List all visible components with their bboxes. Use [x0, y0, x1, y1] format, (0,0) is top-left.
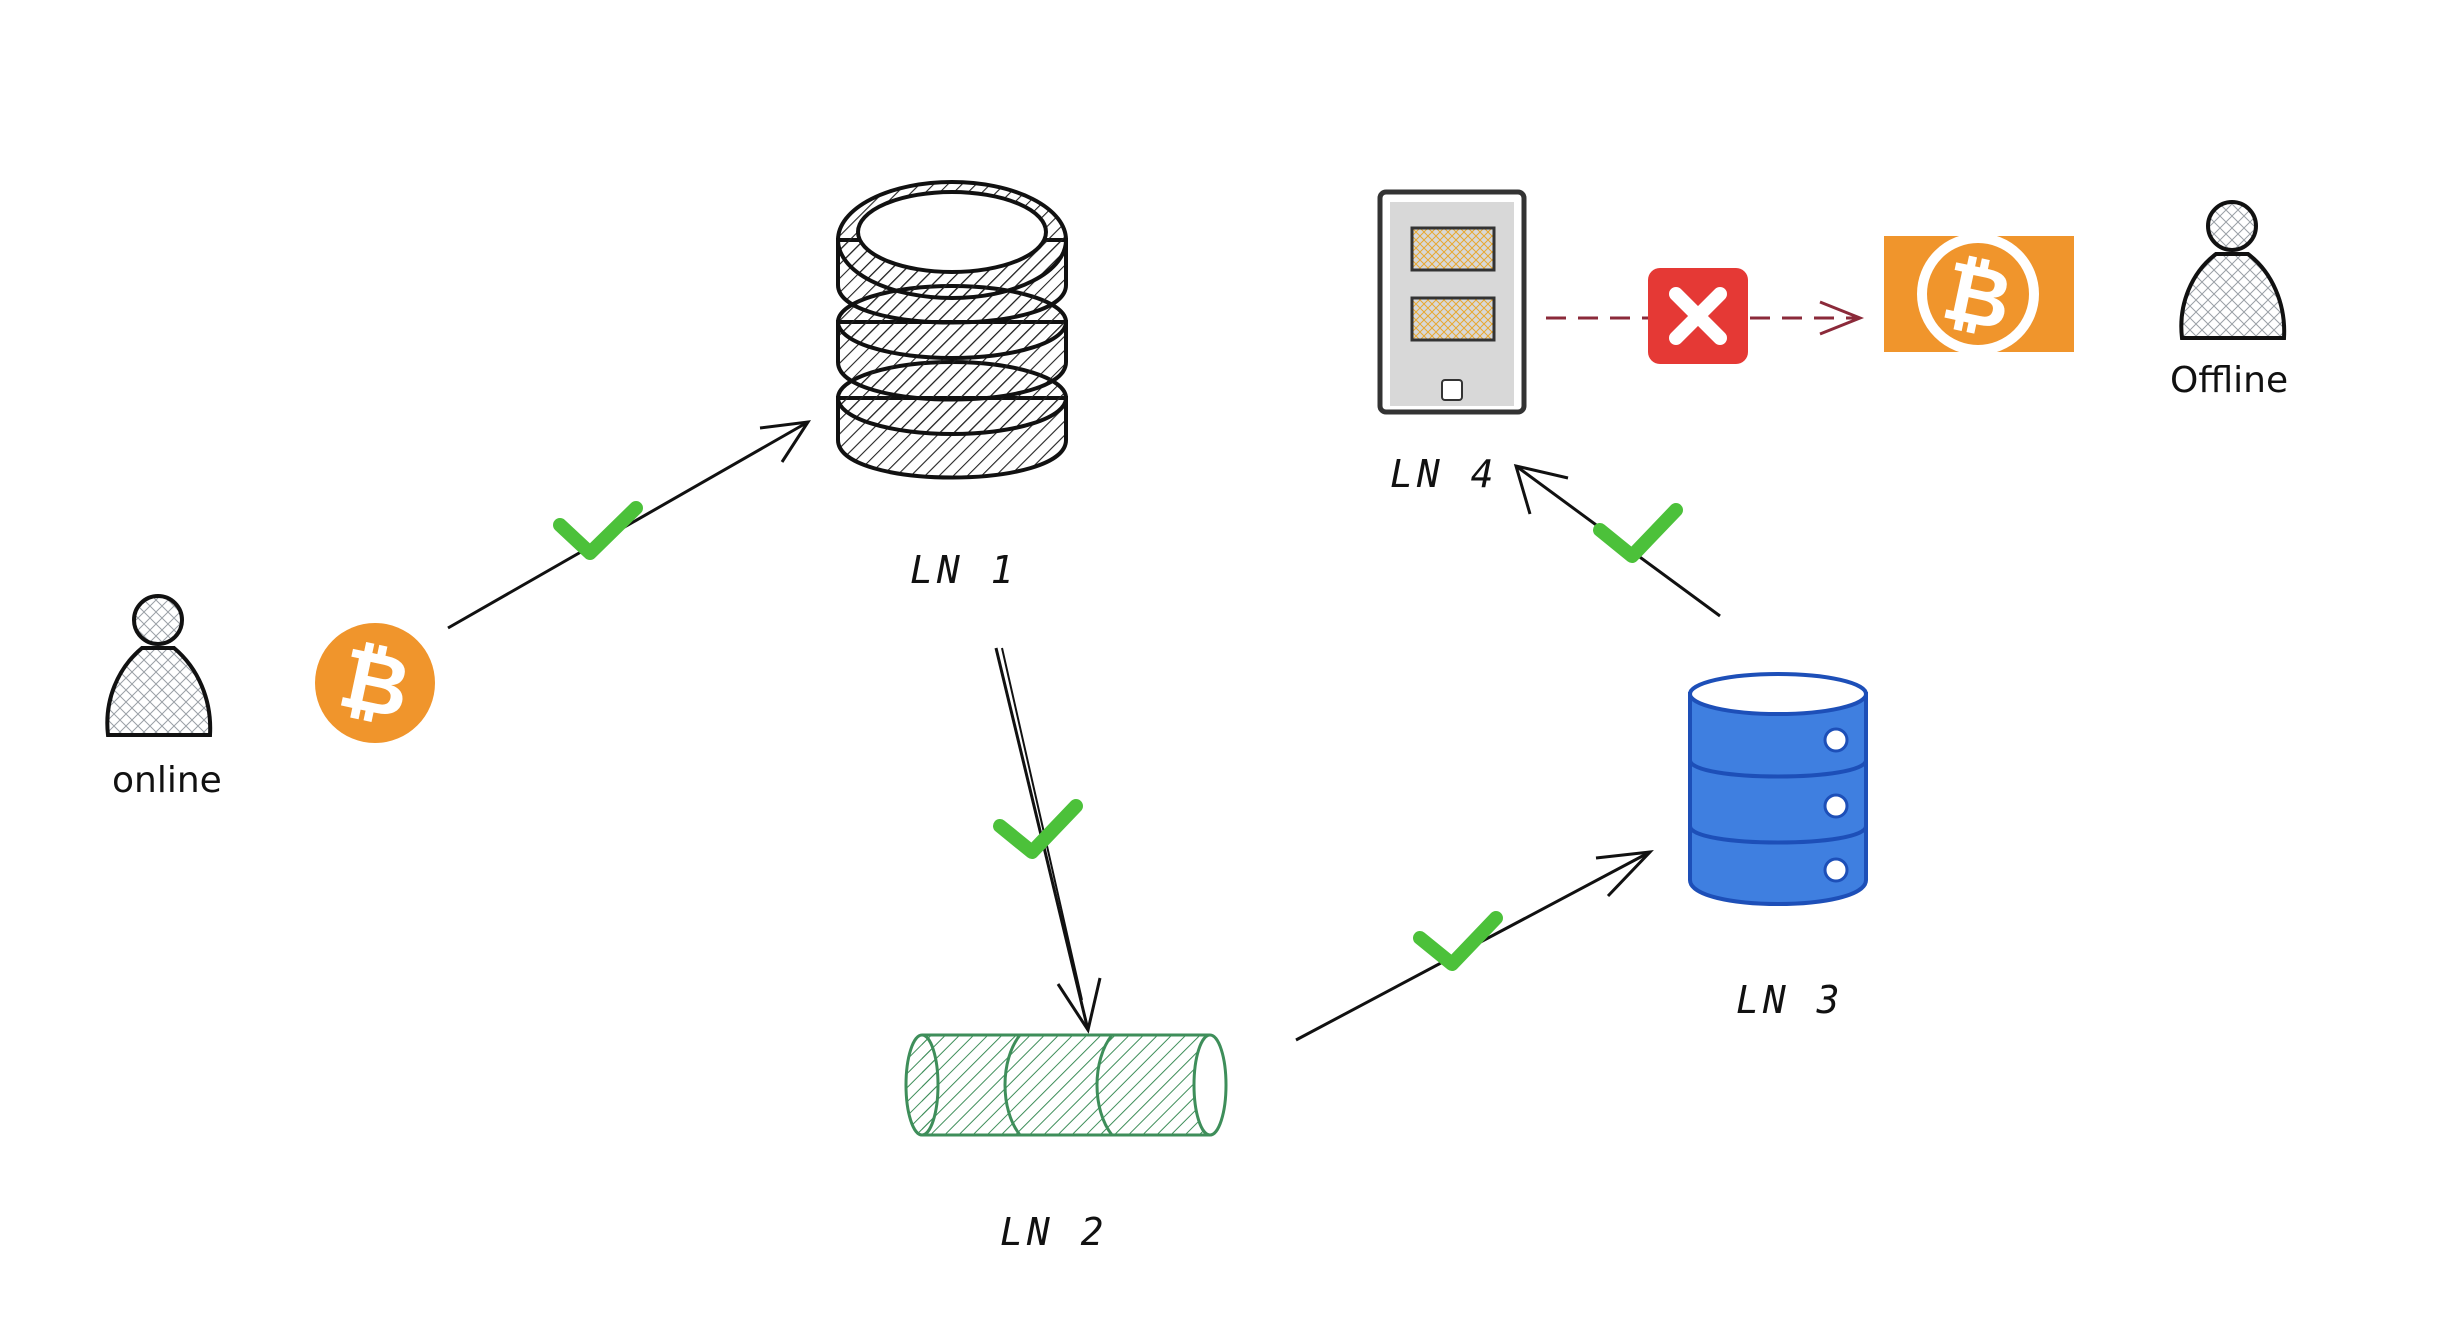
ln2-label: LN 2	[1000, 1210, 1108, 1254]
ln4-label: LN 4	[1390, 452, 1498, 496]
receiver-user-icon	[2179, 200, 2287, 340]
ln2-pipe-icon	[904, 1033, 1228, 1137]
ln1-database-icon	[836, 180, 1068, 480]
check-icon	[1413, 911, 1503, 971]
check-icon	[553, 501, 643, 560]
check-icon	[993, 799, 1083, 859]
bitcoin-note-icon: ₿	[1884, 233, 2074, 355]
ln4-phone-icon	[1377, 189, 1527, 415]
ln1-label: LN 1	[910, 548, 1018, 592]
bitcoin-coin-icon: ₿	[315, 623, 435, 743]
check-icon	[1593, 503, 1683, 563]
ln3-label: LN 3	[1736, 978, 1844, 1022]
receiver-label: Offline	[2170, 360, 2289, 401]
dashed-link-ln4-to-wallet	[1546, 300, 1865, 336]
sender-user-icon	[105, 594, 213, 737]
cross-icon	[1648, 268, 1748, 364]
ln3-database-icon	[1688, 672, 1868, 906]
sender-label: online	[112, 760, 222, 801]
